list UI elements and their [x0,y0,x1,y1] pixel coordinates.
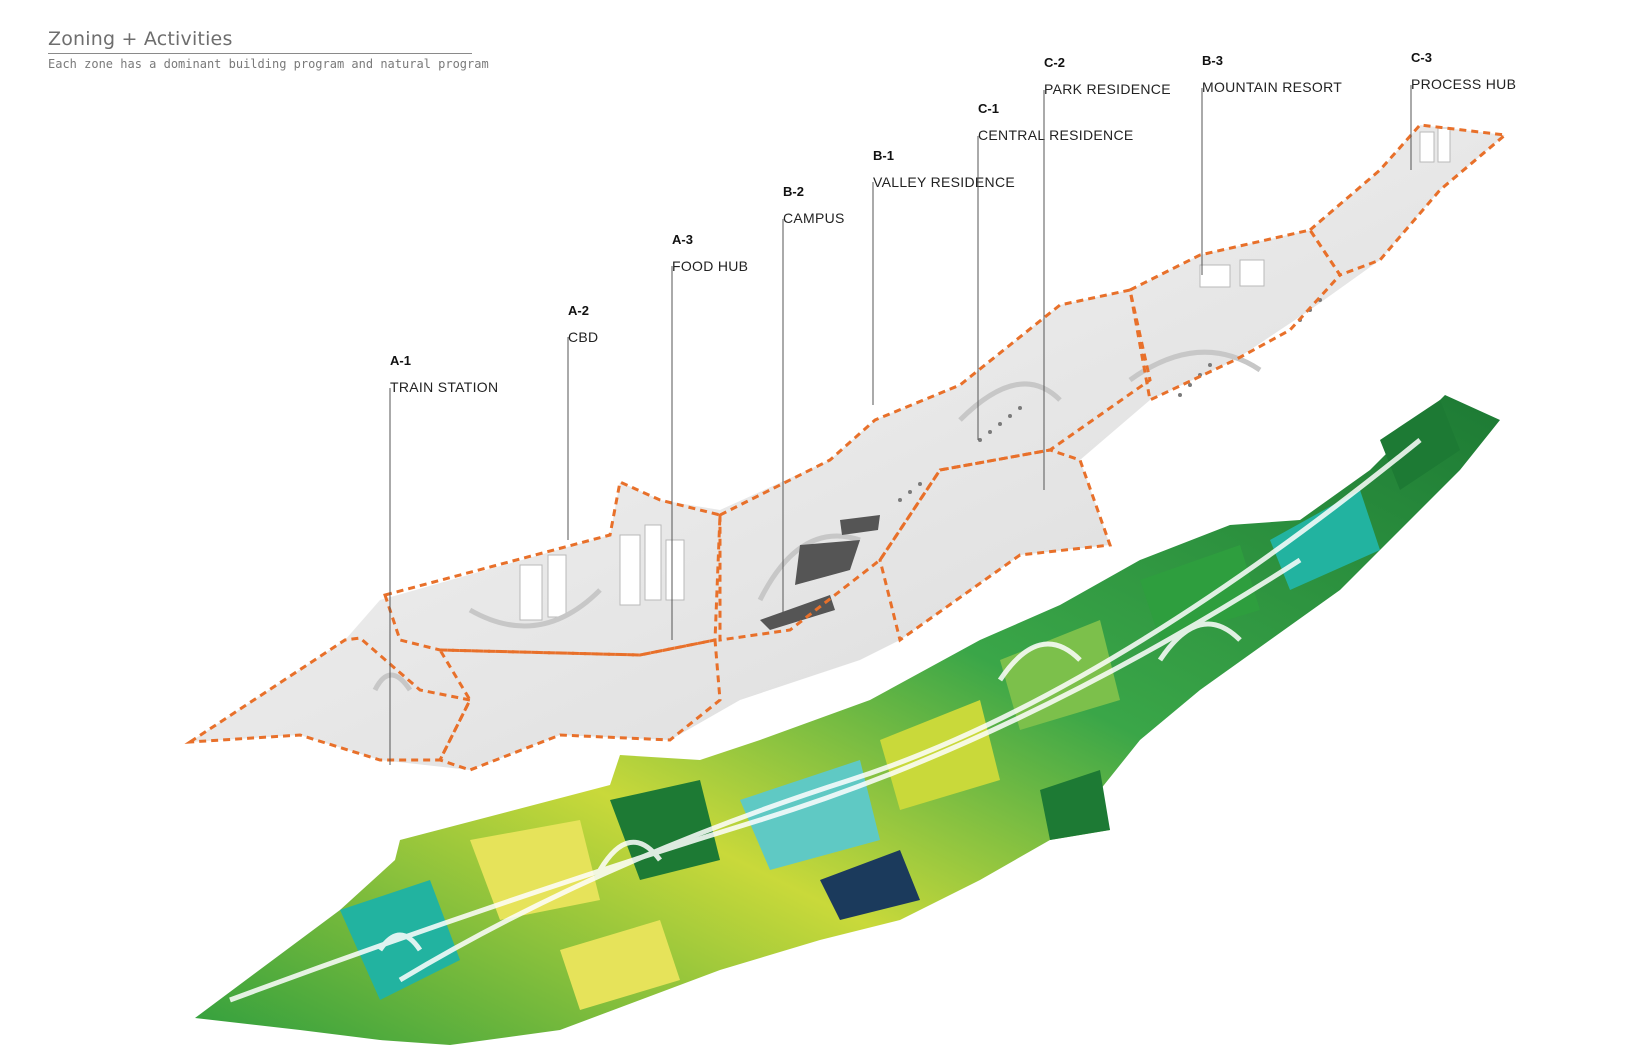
zone-code-b3: B-3 [1202,53,1223,68]
zone-code-a2: A-2 [568,303,589,318]
zone-name-a3: FOOD HUB [672,258,749,274]
landscape-patch [740,760,880,870]
dark-accent [840,515,880,535]
landscape-patch [1270,490,1380,590]
zone-name-a2: CBD [568,329,599,345]
curved-form [958,381,1062,422]
leader-lines [389,85,1412,765]
building-block [1437,127,1451,163]
landscape-path [1157,621,1242,662]
page-title: Zoning + Activities [48,28,233,50]
dark-accent [760,595,835,630]
zone-name-c1: CENTRAL RESIDENCE [978,127,1134,143]
landscape-patch [470,820,600,920]
landscape-patch [1380,400,1460,490]
building-block [547,554,567,618]
zone-boundary [437,638,722,772]
landscape-patches [340,400,1460,1010]
landscape-patch [820,850,920,920]
landscape-path [377,932,423,952]
curved-form [468,588,602,629]
landscape-path [597,839,662,872]
landscape-patch [1040,770,1110,840]
landscape-path [997,641,1082,682]
zone-name-a1: TRAIN STATION [390,379,499,395]
zone-name-b3: MOUNTAIN RESORT [1202,79,1343,95]
zone-boundary [878,448,1113,643]
title-underline [48,53,472,54]
landscape-model [195,395,1500,1045]
zone-code-a1: A-1 [390,353,411,368]
building-block [665,539,685,601]
zone-boundary [718,288,1152,642]
building-block [1199,264,1231,288]
building-block [519,564,543,621]
curved-form [372,672,413,692]
building-block [644,524,662,601]
landscape-path [398,438,1422,983]
landscape-paths [229,438,1422,1003]
landscape-patch [560,920,680,1010]
zone-code-c2: C-2 [1044,55,1065,70]
zone-code-a3: A-3 [672,232,693,247]
massing-model [184,123,1509,772]
zone-code-c1: C-1 [978,101,999,116]
zone-name-b2: CAMPUS [783,210,845,226]
building-block [619,534,641,606]
building-block [1239,259,1265,287]
landscape-patch [1140,545,1260,640]
zone-name-c2: PARK RESIDENCE [1044,81,1171,97]
zone-name-b1: VALLEY RESIDENCE [873,174,1016,190]
page-subtitle: Each zone has a dominant building progra… [48,57,489,71]
landscape-patch [610,780,720,880]
zone-name-c3: PROCESS HUB [1411,76,1517,92]
zone-code-b2: B-2 [783,184,804,199]
zone-boundary [1128,228,1342,403]
zone-boundary [1308,123,1509,277]
zone-code-c3: C-3 [1411,50,1432,65]
zone-code-b1: B-1 [873,148,894,163]
dark-accent [795,540,860,585]
building-block [1419,131,1435,163]
massing-base [190,125,1505,770]
